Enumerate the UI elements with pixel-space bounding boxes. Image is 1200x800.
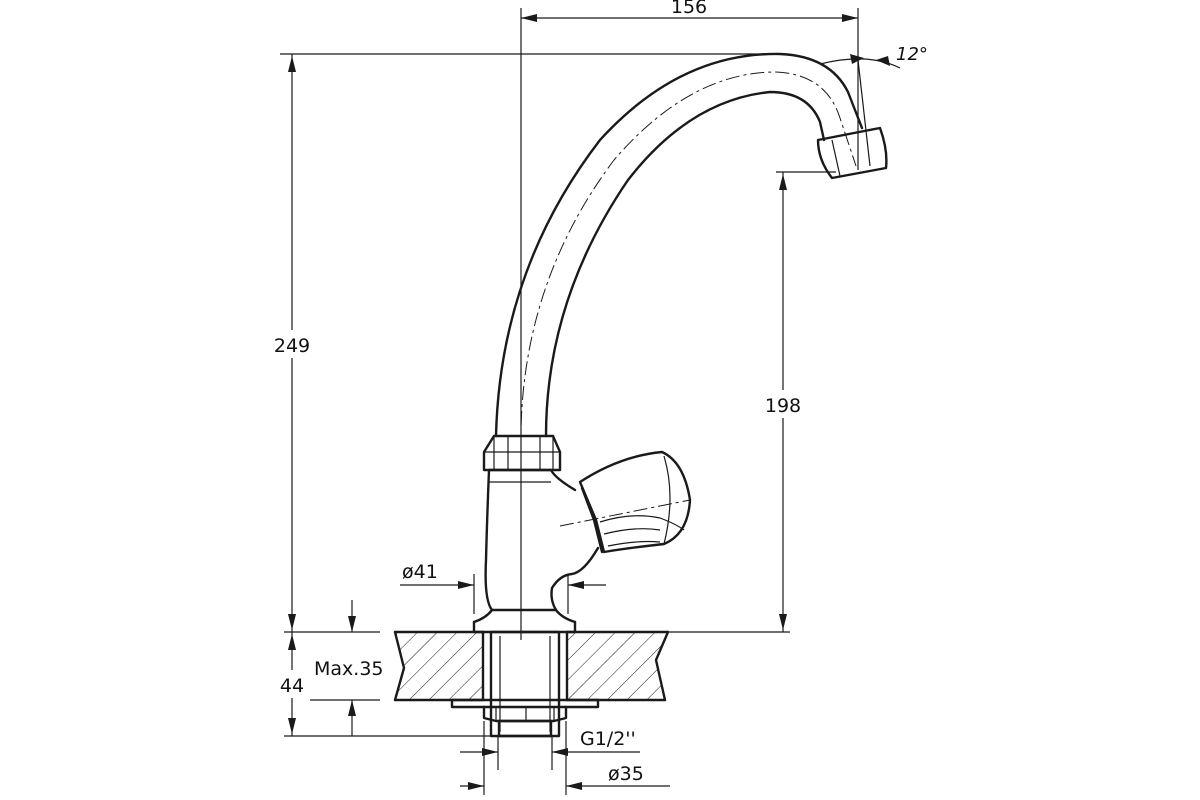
faucet-body (472, 434, 600, 634)
dimension-249-label: 249 (274, 335, 310, 357)
dimension-thread: G1/2'' (460, 728, 640, 770)
dimension-body-diameter: ø41 (400, 561, 606, 614)
dimension-156-label: 156 (671, 0, 707, 18)
dimension-diam41-label: ø41 (402, 561, 438, 583)
dimension-thread-label: G1/2'' (580, 728, 636, 750)
valve-handle (578, 450, 692, 554)
dimension-shank-length: 44 (272, 632, 500, 737)
dimension-width-top: 156 (520, 0, 859, 640)
dimension-max35-label: Max.35 (314, 658, 384, 680)
dimension-nut-diameter: ø35 (460, 721, 670, 795)
dimension-198-label: 198 (765, 395, 801, 417)
dimension-angle: 12° (819, 44, 928, 167)
dimension-max-thickness: Max.35 (310, 600, 384, 736)
dimension-44-label: 44 (280, 675, 304, 697)
threaded-shank (450, 630, 600, 738)
dimension-spout-height: 198 (668, 171, 836, 633)
dimension-diam35-label: ø35 (608, 763, 644, 785)
dimension-12deg-label: 12° (896, 44, 928, 65)
spout (494, 52, 888, 600)
handle-centerline (559, 499, 691, 527)
dimension-height-total: 249 (268, 53, 780, 633)
countertop-section (393, 630, 670, 702)
